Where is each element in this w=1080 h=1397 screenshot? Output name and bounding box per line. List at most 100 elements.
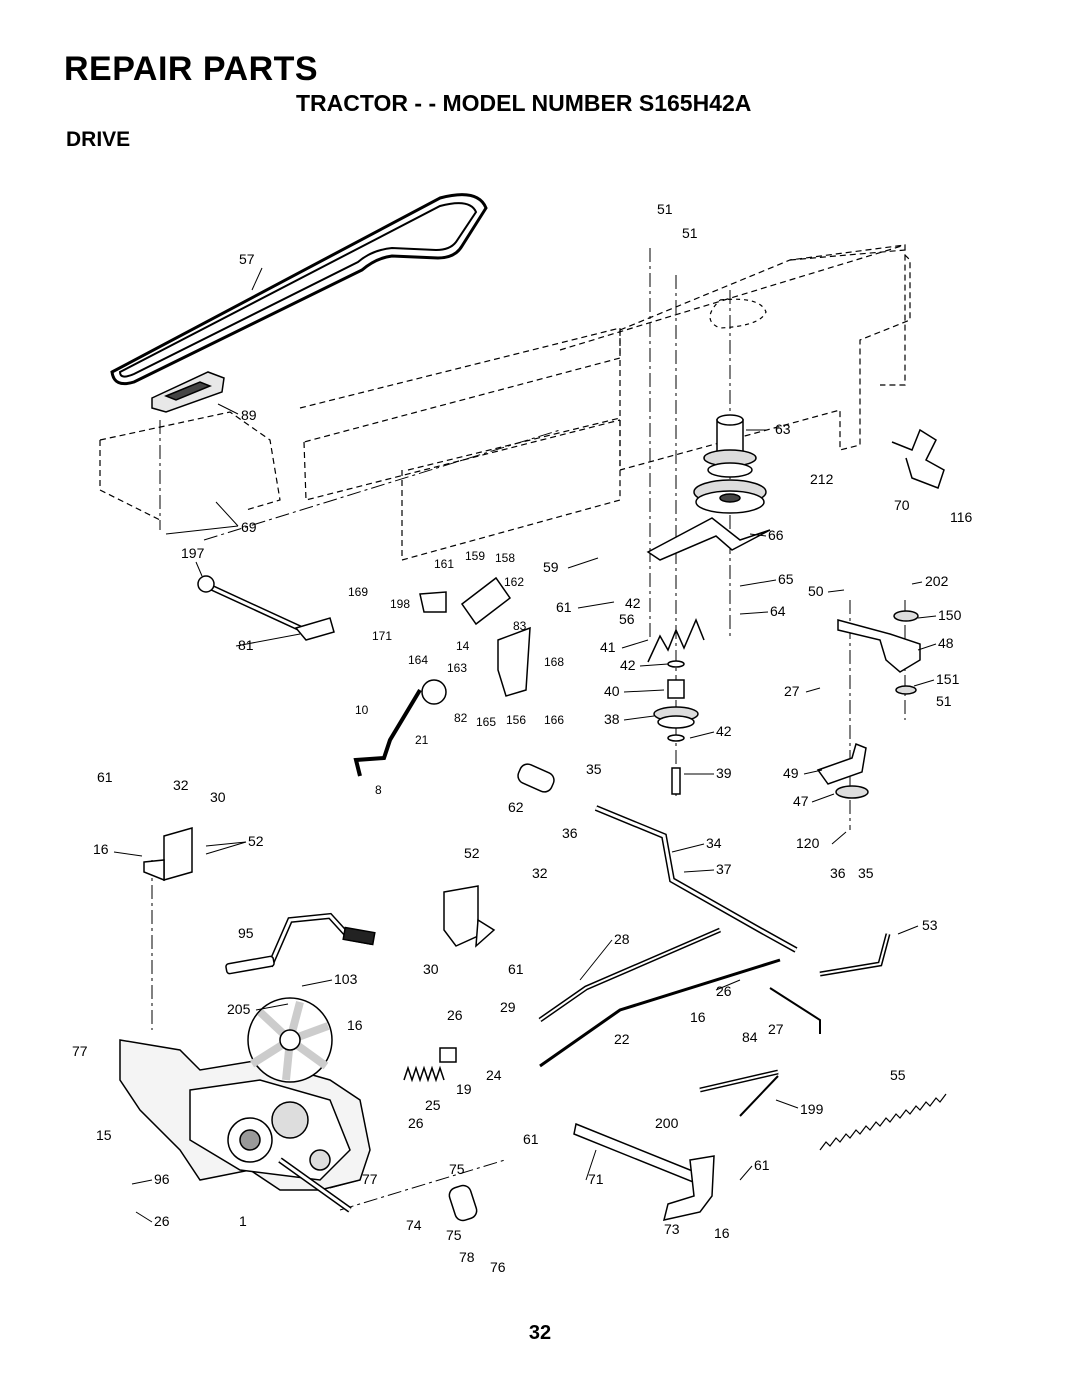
callout-61b: 61 <box>97 769 113 785</box>
callout-61a: 61 <box>556 599 572 615</box>
callout-59: 59 <box>543 559 559 575</box>
cooling-fan <box>247 997 333 1083</box>
callout-35b: 35 <box>858 865 874 881</box>
callout-16d: 16 <box>714 1225 730 1241</box>
shift-link <box>353 688 422 777</box>
callout-36a: 36 <box>562 825 578 841</box>
callout-77a: 77 <box>72 1043 88 1059</box>
callout-163: 163 <box>447 661 467 675</box>
callout-156: 156 <box>506 713 526 727</box>
callout-73: 73 <box>664 1221 680 1237</box>
callout-197: 197 <box>181 545 205 561</box>
callout-171: 171 <box>372 629 392 643</box>
callout-162: 162 <box>504 575 524 589</box>
callout-32b: 32 <box>532 865 548 881</box>
tractor-frame <box>99 244 911 561</box>
callout-34: 34 <box>706 835 722 851</box>
callout-161: 161 <box>434 557 454 571</box>
callout-50: 50 <box>808 583 824 599</box>
callout-75a: 75 <box>449 1161 465 1177</box>
callout-25: 25 <box>425 1097 441 1113</box>
mounting-bracket-center <box>443 885 496 948</box>
callout-14: 14 <box>456 639 470 653</box>
page-title: REPAIR PARTS <box>64 50 319 88</box>
callout-16c: 16 <box>690 1009 706 1025</box>
callout-150: 150 <box>938 607 962 623</box>
callout-37: 37 <box>716 861 732 877</box>
callout-24: 24 <box>486 1067 502 1083</box>
callout-151: 151 <box>936 671 960 687</box>
callout-39: 39 <box>716 765 732 781</box>
callout-198: 198 <box>390 597 410 611</box>
shift-knob <box>421 679 447 705</box>
callout-65: 65 <box>778 571 794 587</box>
callout-35a: 35 <box>586 761 602 777</box>
callout-62: 62 <box>508 799 524 815</box>
callout-202: 202 <box>925 573 949 589</box>
callout-61c: 61 <box>508 961 524 977</box>
brake-arm <box>573 1122 715 1221</box>
callout-61e: 61 <box>754 1157 770 1173</box>
callout-49: 49 <box>783 765 799 781</box>
callout-199: 199 <box>800 1101 824 1117</box>
callout-159: 159 <box>465 549 485 563</box>
callout-64: 64 <box>770 603 786 619</box>
callout-42b: 42 <box>620 657 636 673</box>
mounting-bracket-left <box>143 827 193 882</box>
callout-166: 166 <box>544 713 564 727</box>
callout-168: 168 <box>544 655 564 669</box>
callout-8: 8 <box>375 783 382 797</box>
callout-27b: 27 <box>768 1021 784 1037</box>
callout-78: 78 <box>459 1249 475 1265</box>
brake-rod <box>769 987 821 1034</box>
idler-arm <box>646 517 771 561</box>
callout-32a: 32 <box>173 777 189 793</box>
model-subtitle: TRACTOR - - MODEL NUMBER S165H42A <box>296 90 752 116</box>
callout-26a: 26 <box>716 983 732 999</box>
callout-28: 28 <box>614 931 630 947</box>
idler-bracket-right <box>816 610 921 799</box>
engine-pulley <box>693 414 767 514</box>
callout-51a: 51 <box>657 201 673 217</box>
drive-belt <box>110 193 488 386</box>
callout-158: 158 <box>495 551 515 565</box>
callout-19: 19 <box>456 1081 472 1097</box>
callout-66: 66 <box>768 527 784 543</box>
callout-30a: 30 <box>210 789 226 805</box>
callout-26d: 26 <box>154 1213 170 1229</box>
callout-27a: 27 <box>784 683 800 699</box>
callout-56: 56 <box>619 611 635 627</box>
callout-69: 69 <box>241 519 257 535</box>
callout-61d: 61 <box>523 1131 539 1147</box>
spacer <box>439 1047 457 1063</box>
callout-74: 74 <box>406 1217 422 1233</box>
callout-96: 96 <box>154 1171 170 1187</box>
callout-1: 1 <box>239 1213 247 1229</box>
callout-103: 103 <box>334 971 358 987</box>
callout-95: 95 <box>238 925 254 941</box>
callout-212: 212 <box>810 471 834 487</box>
callout-40: 40 <box>604 683 620 699</box>
callout-165: 165 <box>476 715 496 729</box>
brake-rod-199 <box>699 1069 779 1117</box>
callout-70: 70 <box>894 497 910 513</box>
callout-200: 200 <box>655 1115 679 1131</box>
callout-38: 38 <box>604 711 620 727</box>
callout-63: 63 <box>775 421 791 437</box>
callout-164: 164 <box>408 653 428 667</box>
callout-16a: 16 <box>93 841 109 857</box>
callout-81: 81 <box>238 637 254 653</box>
belt-guide <box>151 371 225 413</box>
callout-26b: 26 <box>447 1007 463 1023</box>
axle-shaft <box>448 1184 478 1222</box>
callout-36b: 36 <box>830 865 846 881</box>
pedal-shaft <box>197 575 335 641</box>
leader-lines <box>113 267 937 1223</box>
callout-51b: 51 <box>682 225 698 241</box>
callout-51c: 51 <box>936 693 952 709</box>
callout-16b: 16 <box>347 1017 363 1033</box>
callout-84: 84 <box>742 1029 758 1045</box>
callout-22: 22 <box>614 1031 630 1047</box>
compression-spring <box>403 1065 445 1083</box>
callout-21: 21 <box>415 733 429 747</box>
